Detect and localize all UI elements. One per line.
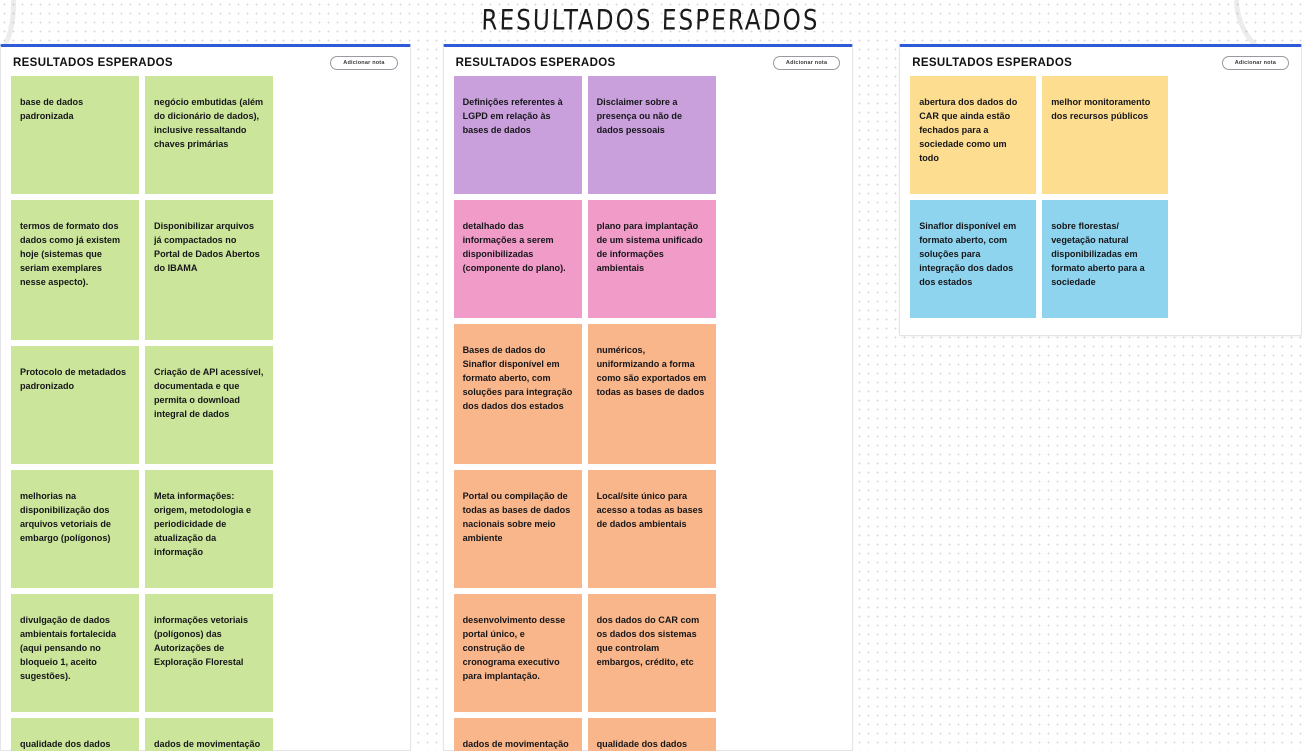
sticky-note[interactable]: dos dados do CAR com os dados dos sistem… (587, 594, 716, 712)
panel-title: RESULTADOS ESPERADOS (13, 57, 173, 69)
add-note-button[interactable]: Adicionar nota (1221, 56, 1289, 70)
panel-header: RESULTADOS ESPERADOS Adicionar nota (900, 47, 1301, 76)
sticky-note[interactable]: Local/site único para acesso a todas as … (587, 470, 716, 588)
add-note-button[interactable]: Adicionar nota (330, 56, 398, 70)
panel-title: RESULTADOS ESPERADOS (455, 57, 616, 69)
add-note-button[interactable]: Adicionar nota (772, 56, 841, 70)
sticky-note[interactable]: Portal ou compilação de todas as bases d… (453, 470, 582, 588)
panel-header: RESULTADOS ESPERADOS Adicionar nota (444, 47, 853, 76)
panel-title: RESULTADOS ESPERADOS (912, 57, 1073, 69)
sticky-note[interactable]: melhorias na disponibilização dos arquiv… (11, 470, 139, 588)
sticky-note[interactable]: sobre florestas/ vegetação natural dispo… (1042, 200, 1169, 318)
sticky-note[interactable]: Disclaimer sobre a presença ou não de da… (587, 76, 716, 194)
page-title: RESULTADOS ESPERADOS (481, 5, 821, 37)
sticky-note[interactable]: qualidade dos dados disponíveis sobre au… (587, 718, 716, 751)
sticky-note[interactable]: informações vetoriais (polígonos) das Au… (145, 594, 273, 712)
sticky-note[interactable]: dados de movimentação de madeira e de au… (453, 718, 582, 751)
sticky-note[interactable]: base de dados padronizada (11, 76, 139, 194)
panel-header: RESULTADOS ESPERADOS Adicionar nota (1, 47, 410, 76)
sticky-note[interactable]: Criação de API acessível, documentada e … (145, 346, 273, 464)
panel-1: RESULTADOS ESPERADOS Adicionar nota base d… (0, 44, 411, 751)
sticky-note[interactable]: abertura dos dados do CAR que ainda estã… (910, 76, 1037, 194)
board-canvas: RESULTADOS ESPERADOS Adicionar nota base d… (0, 44, 1302, 751)
sticky-note[interactable]: divulgação de dados ambientais fortaleci… (11, 594, 139, 712)
sticky-note[interactable]: numéricos, uniformizando a forma como sã… (587, 324, 716, 464)
sticky-note[interactable]: Definições referentes à LGPD em relação … (453, 76, 582, 194)
sticky-note[interactable]: plano para implantação de um sistema uni… (587, 200, 716, 318)
sticky-note[interactable]: Meta informações: origem, metodologia e … (145, 470, 273, 588)
panel-3: RESULTADOS ESPERADOS Adicionar nota abertu… (899, 44, 1302, 336)
sticky-note[interactable]: termos de formato dos dados como já exis… (11, 200, 139, 340)
sticky-note[interactable]: Disponibilizar arquivos já compactados n… (145, 200, 273, 340)
sticky-note[interactable]: negócio embutidas (além do dicionário de… (145, 76, 273, 194)
sticky-note[interactable]: Protocolo de metadados padronizado (11, 346, 139, 464)
sticky-note[interactable]: desenvolvimento desse portal único, e co… (453, 594, 582, 712)
card-grid: abertura dos dados do CAR que ainda estã… (900, 76, 1301, 328)
card-grid: Definições referentes à LGPD em relação … (444, 76, 853, 751)
sticky-note[interactable]: Sinaflor disponível em formato aberto, c… (910, 200, 1037, 318)
sticky-note[interactable]: dados de movimentação de madeira e de au… (145, 718, 273, 751)
sticky-note[interactable]: detalhado das informações a serem dispon… (453, 200, 582, 318)
sticky-note[interactable]: melhor monitoramento dos recursos públic… (1042, 76, 1169, 194)
sticky-note[interactable]: Bases de dados do Sinaflor disponível em… (453, 324, 582, 464)
sticky-note[interactable]: qualidade dos dados disponíveis sobre au… (11, 718, 139, 751)
